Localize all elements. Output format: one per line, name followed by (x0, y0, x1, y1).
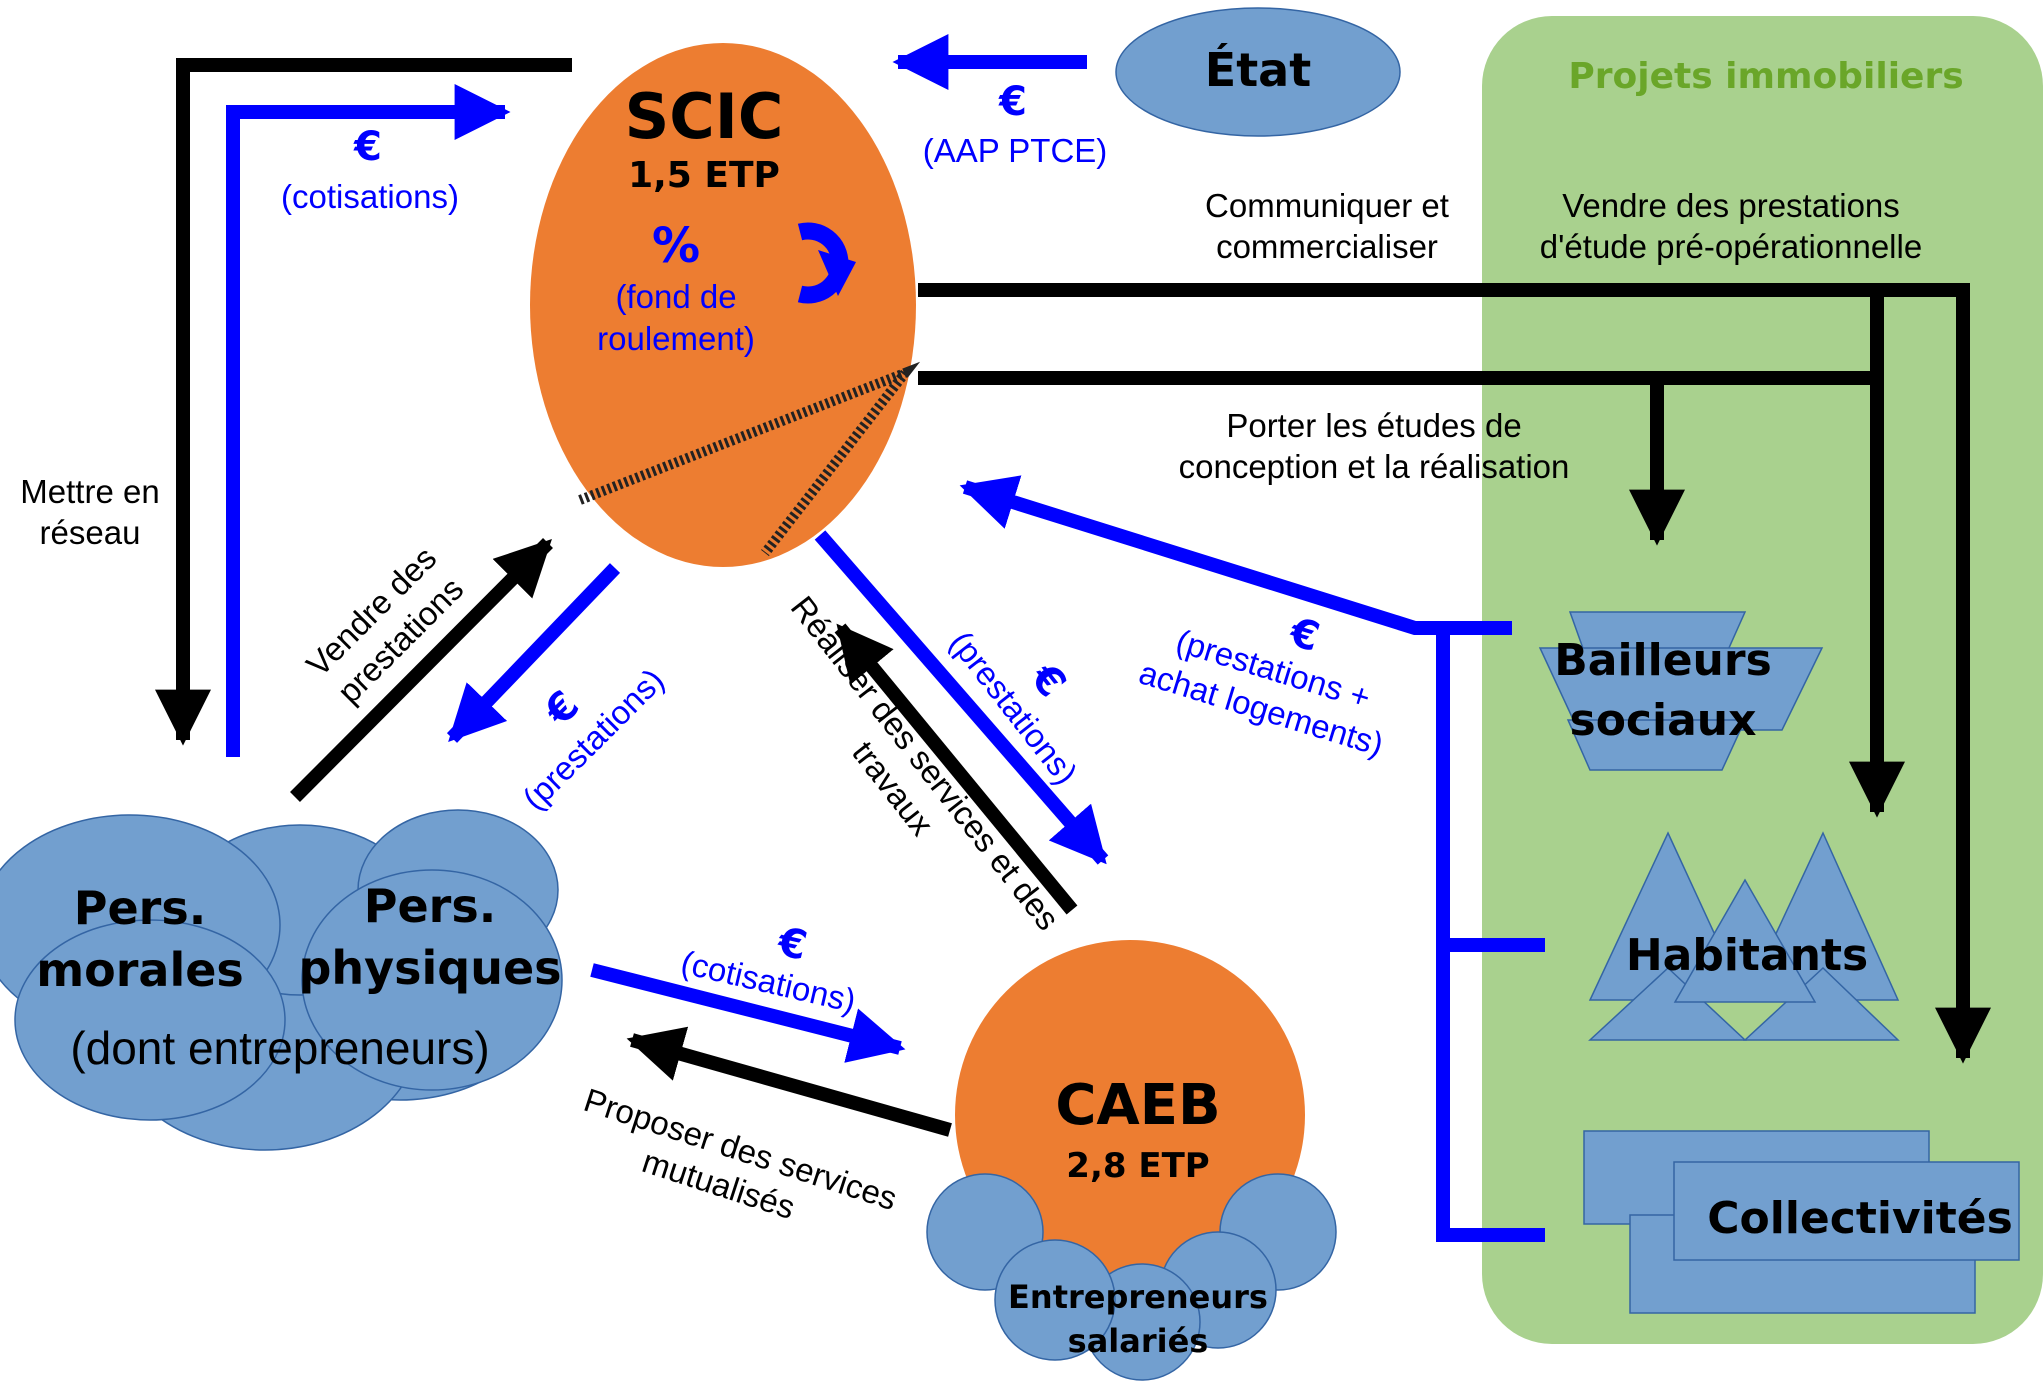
bailleurs-label-l2: sociaux (1570, 695, 1757, 746)
euro-etat: € (998, 79, 1027, 125)
refresh-icon (797, 222, 856, 304)
persons-cloud (0, 809, 563, 1151)
vendre-etude-label-l1: Vendre des prestations (1562, 187, 1900, 224)
arrow-proposer-services (626, 1026, 952, 1137)
pers-morales-l1: Pers. (74, 881, 206, 935)
etat-node (1115, 7, 1401, 137)
arrow-communiquer-line (918, 283, 1991, 1064)
communiquer-label-l1: Communiquer et (1205, 187, 1449, 224)
communiquer-label-l2: commercialiser (1216, 228, 1438, 265)
cotisations-top-label: (cotisations) (281, 178, 459, 215)
etat-title: État (1205, 43, 1311, 97)
svg-text:€: € (1284, 609, 1325, 661)
prestations-persons-label: € (prestations) (515, 661, 671, 817)
arrow-cotisations-to-scic (226, 84, 511, 757)
caeb-etp: 2,8 ETP (1066, 1146, 1209, 1186)
arrow-projets-to-scic (959, 475, 1450, 635)
entrepreneurs-salaries-cloud (926, 1173, 1337, 1381)
projets-immobiliers-title: Projets immobiliers (1568, 56, 1963, 97)
arrow-realiser-services (834, 623, 1078, 915)
caeb-title: CAEB (1055, 1073, 1220, 1138)
porter-label-l1: Porter les études de (1226, 407, 1521, 444)
svg-text:€: € (773, 919, 811, 970)
achat-logements-label: € (prestations + achat logements) (1135, 609, 1388, 763)
entrepreneurs-salaries-l1: Entrepreneurs (1008, 1278, 1268, 1316)
pers-dont-entrepreneurs: (dont entrepreneurs) (70, 1022, 489, 1074)
collectivites-label: Collectivités (1707, 1193, 2013, 1244)
svg-text:(prestations): (prestations) (515, 661, 671, 817)
habitants-label: Habitants (1626, 930, 1868, 981)
mettre-label-l1: Mettre en (20, 473, 159, 510)
scic-fund-l2: roulement) (597, 320, 755, 357)
pers-physiques-l1: Pers. (364, 879, 496, 933)
scic-node (530, 43, 916, 567)
scic-fund-l1: (fond de (615, 278, 736, 315)
pers-physiques-l2: physiques (298, 941, 561, 995)
bailleurs-sociaux-icon (1538, 611, 1824, 771)
arrow-persons-cotisations-caeb (590, 963, 906, 1063)
porter-label-l2: conception et la réalisation (1179, 448, 1570, 485)
mettre-label-l2: réseau (40, 514, 141, 551)
vendre-prestations-label: Vendre des prestations (299, 539, 470, 710)
prestations-caeb-label: € (prestations) (943, 624, 1085, 791)
bailleurs-label-l1: Bailleurs (1554, 635, 1772, 686)
entrepreneurs-salaries-l2: salariés (1068, 1322, 1209, 1360)
habitants-icon (1588, 831, 1900, 1041)
arrow-mettre-en-reseau (155, 58, 572, 746)
vendre-etude-label-l2: d'étude pré-opérationnelle (1540, 228, 1922, 265)
pers-morales-l2: morales (36, 943, 244, 997)
caeb-node (955, 940, 1305, 1290)
arrow-vendre-prestations (290, 538, 553, 802)
scic-etp: 1,5 ETP (628, 155, 780, 196)
scic-hatch-line (578, 361, 921, 557)
aap-label: (AAP PTCE) (923, 132, 1108, 169)
arrow-scic-prestations-persons (446, 563, 621, 743)
scic-percent: % (652, 218, 700, 274)
arrow-scic-prestations-caeb (814, 530, 1109, 865)
collectivites-icon (1583, 1130, 2020, 1314)
scic-title: SCIC (625, 80, 784, 153)
euro-cotisations-top: € (353, 124, 382, 170)
blue-bracket-projets (1436, 621, 1545, 1242)
